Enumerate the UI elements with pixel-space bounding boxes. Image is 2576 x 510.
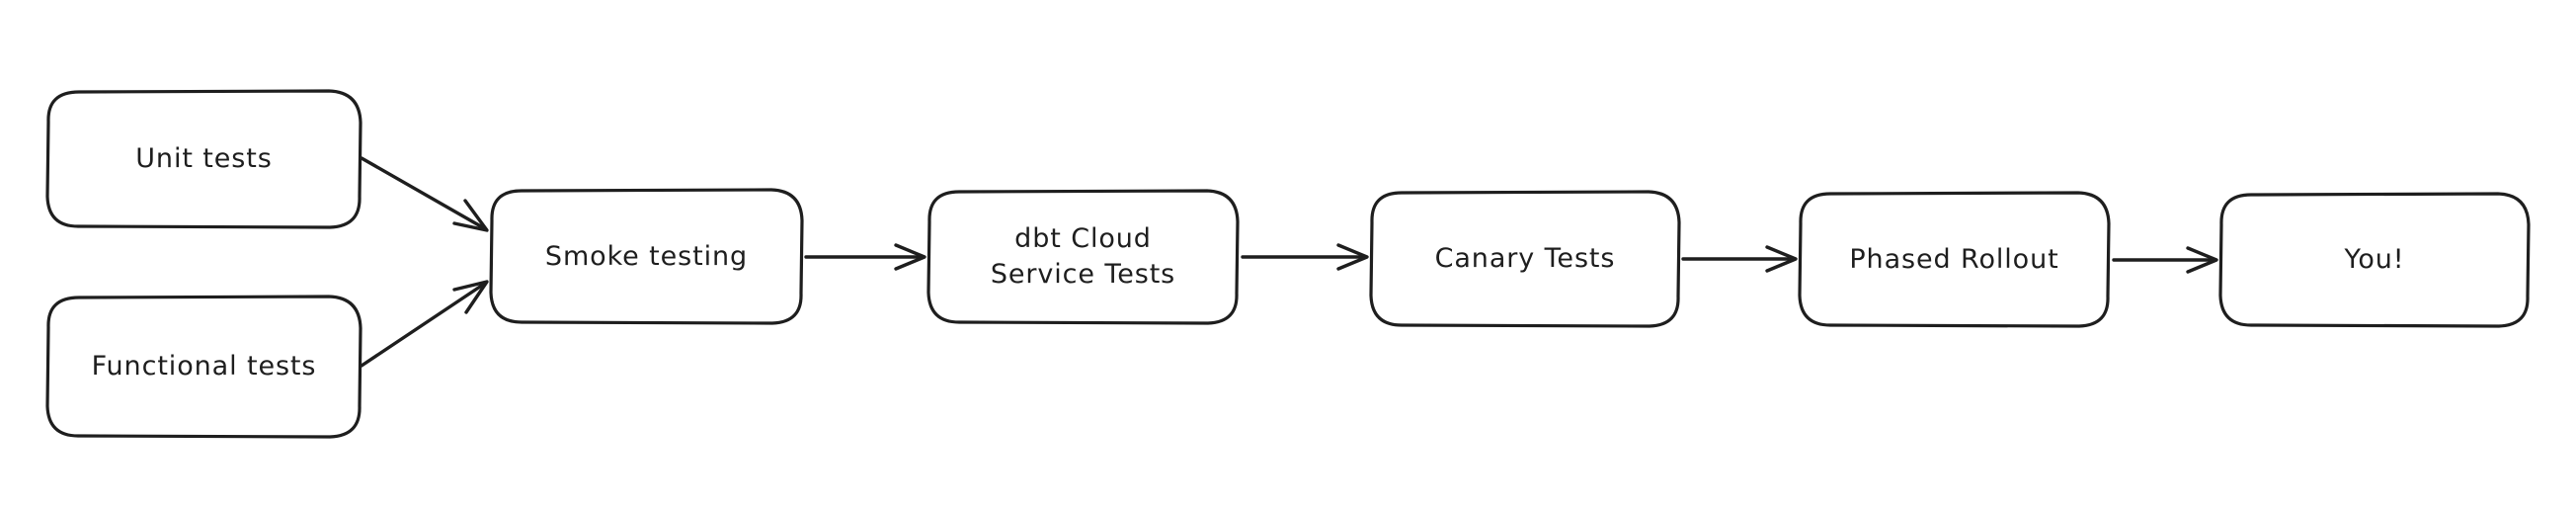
edge-canary-to-phased <box>1681 245 1798 273</box>
node-shape-you[interactable] <box>2218 192 2531 328</box>
node-shape-functional-tests[interactable] <box>45 295 362 439</box>
node-shape-canary-tests[interactable] <box>1369 190 1681 328</box>
edge-dbt-to-canary <box>1241 243 1369 271</box>
node-shape-phased-rollout[interactable] <box>1798 191 2111 328</box>
node-shape-dbt-cloud-service-tests[interactable] <box>926 189 1240 325</box>
node-shape-unit-tests[interactable] <box>45 89 362 229</box>
edge-phased-to-you <box>2112 246 2218 274</box>
edge-unit-to-smoke <box>360 156 489 232</box>
edge-functional-to-smoke <box>360 280 489 368</box>
node-shape-smoke-testing[interactable] <box>489 188 804 325</box>
edge-smoke-to-dbt <box>804 243 926 271</box>
